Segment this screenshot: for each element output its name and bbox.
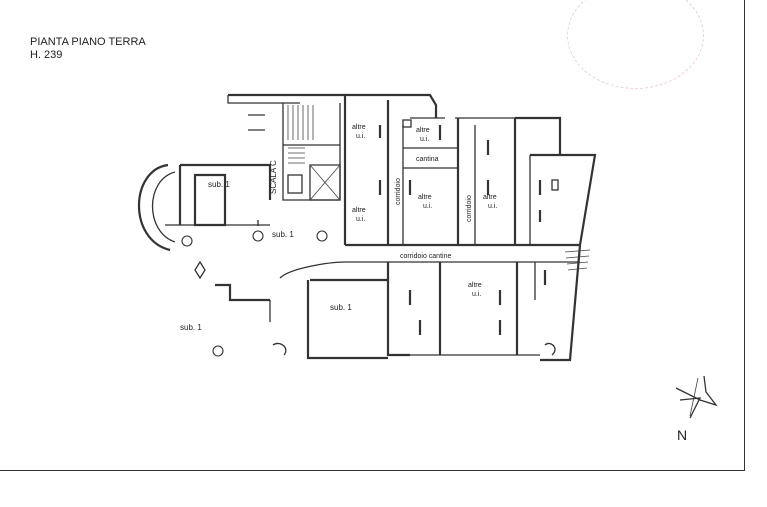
column-diamond [194,260,206,280]
room-label-altre: altre [418,194,432,201]
room-label-corridoio: corridoio [395,178,402,205]
room-label-ui: u.i. [472,291,481,298]
room-label-sub1: sub. 1 [272,230,294,239]
pillar [316,230,328,242]
room-labels: altre u.i. altre u.i. cantina altre u.i.… [180,124,497,332]
pillar-fragment [272,342,287,356]
stair-label: SCALA C [269,160,278,194]
sheet-border-right [744,0,745,470]
room-label-altre: altre [468,282,482,289]
room-label-altre: altre [352,207,366,214]
room-label-sub1: sub. 1 [208,180,230,189]
room-label-ui: u.i. [423,203,432,210]
north-arrow: N [675,375,718,443]
room-label-cantina: cantina [416,156,439,163]
pillar [252,230,264,242]
north-label: N [677,427,687,443]
room-label-ui: u.i. [420,136,429,143]
height-label: H. 239 [30,49,63,61]
room-label-altre: altre [483,194,497,201]
room-label-sub1: sub. 1 [330,303,352,312]
room-label-corridoio: corridoio [466,195,473,222]
pillar [212,345,224,357]
room-label-altre: altre [352,124,366,131]
room-label-altre: altre [416,127,430,134]
title-block: PIANTA PIANO TERRA H. 239 [30,36,146,62]
drawing-title: PIANTA PIANO TERRA [30,36,146,48]
pillar [181,235,193,247]
room-label-ui: u.i. [356,133,365,140]
pillars [181,230,556,357]
north-arrow-icon [675,375,718,407]
room-label-corridoio-cantine: corridoio cantine [400,253,451,260]
room-label-sub1: sub. 1 [180,323,202,332]
sheet-border-bottom [0,470,745,471]
room-label-ui: u.i. [488,203,497,210]
walls [138,93,597,362]
room-label-ui: u.i. [356,216,365,223]
pillar-fragment [544,342,556,356]
